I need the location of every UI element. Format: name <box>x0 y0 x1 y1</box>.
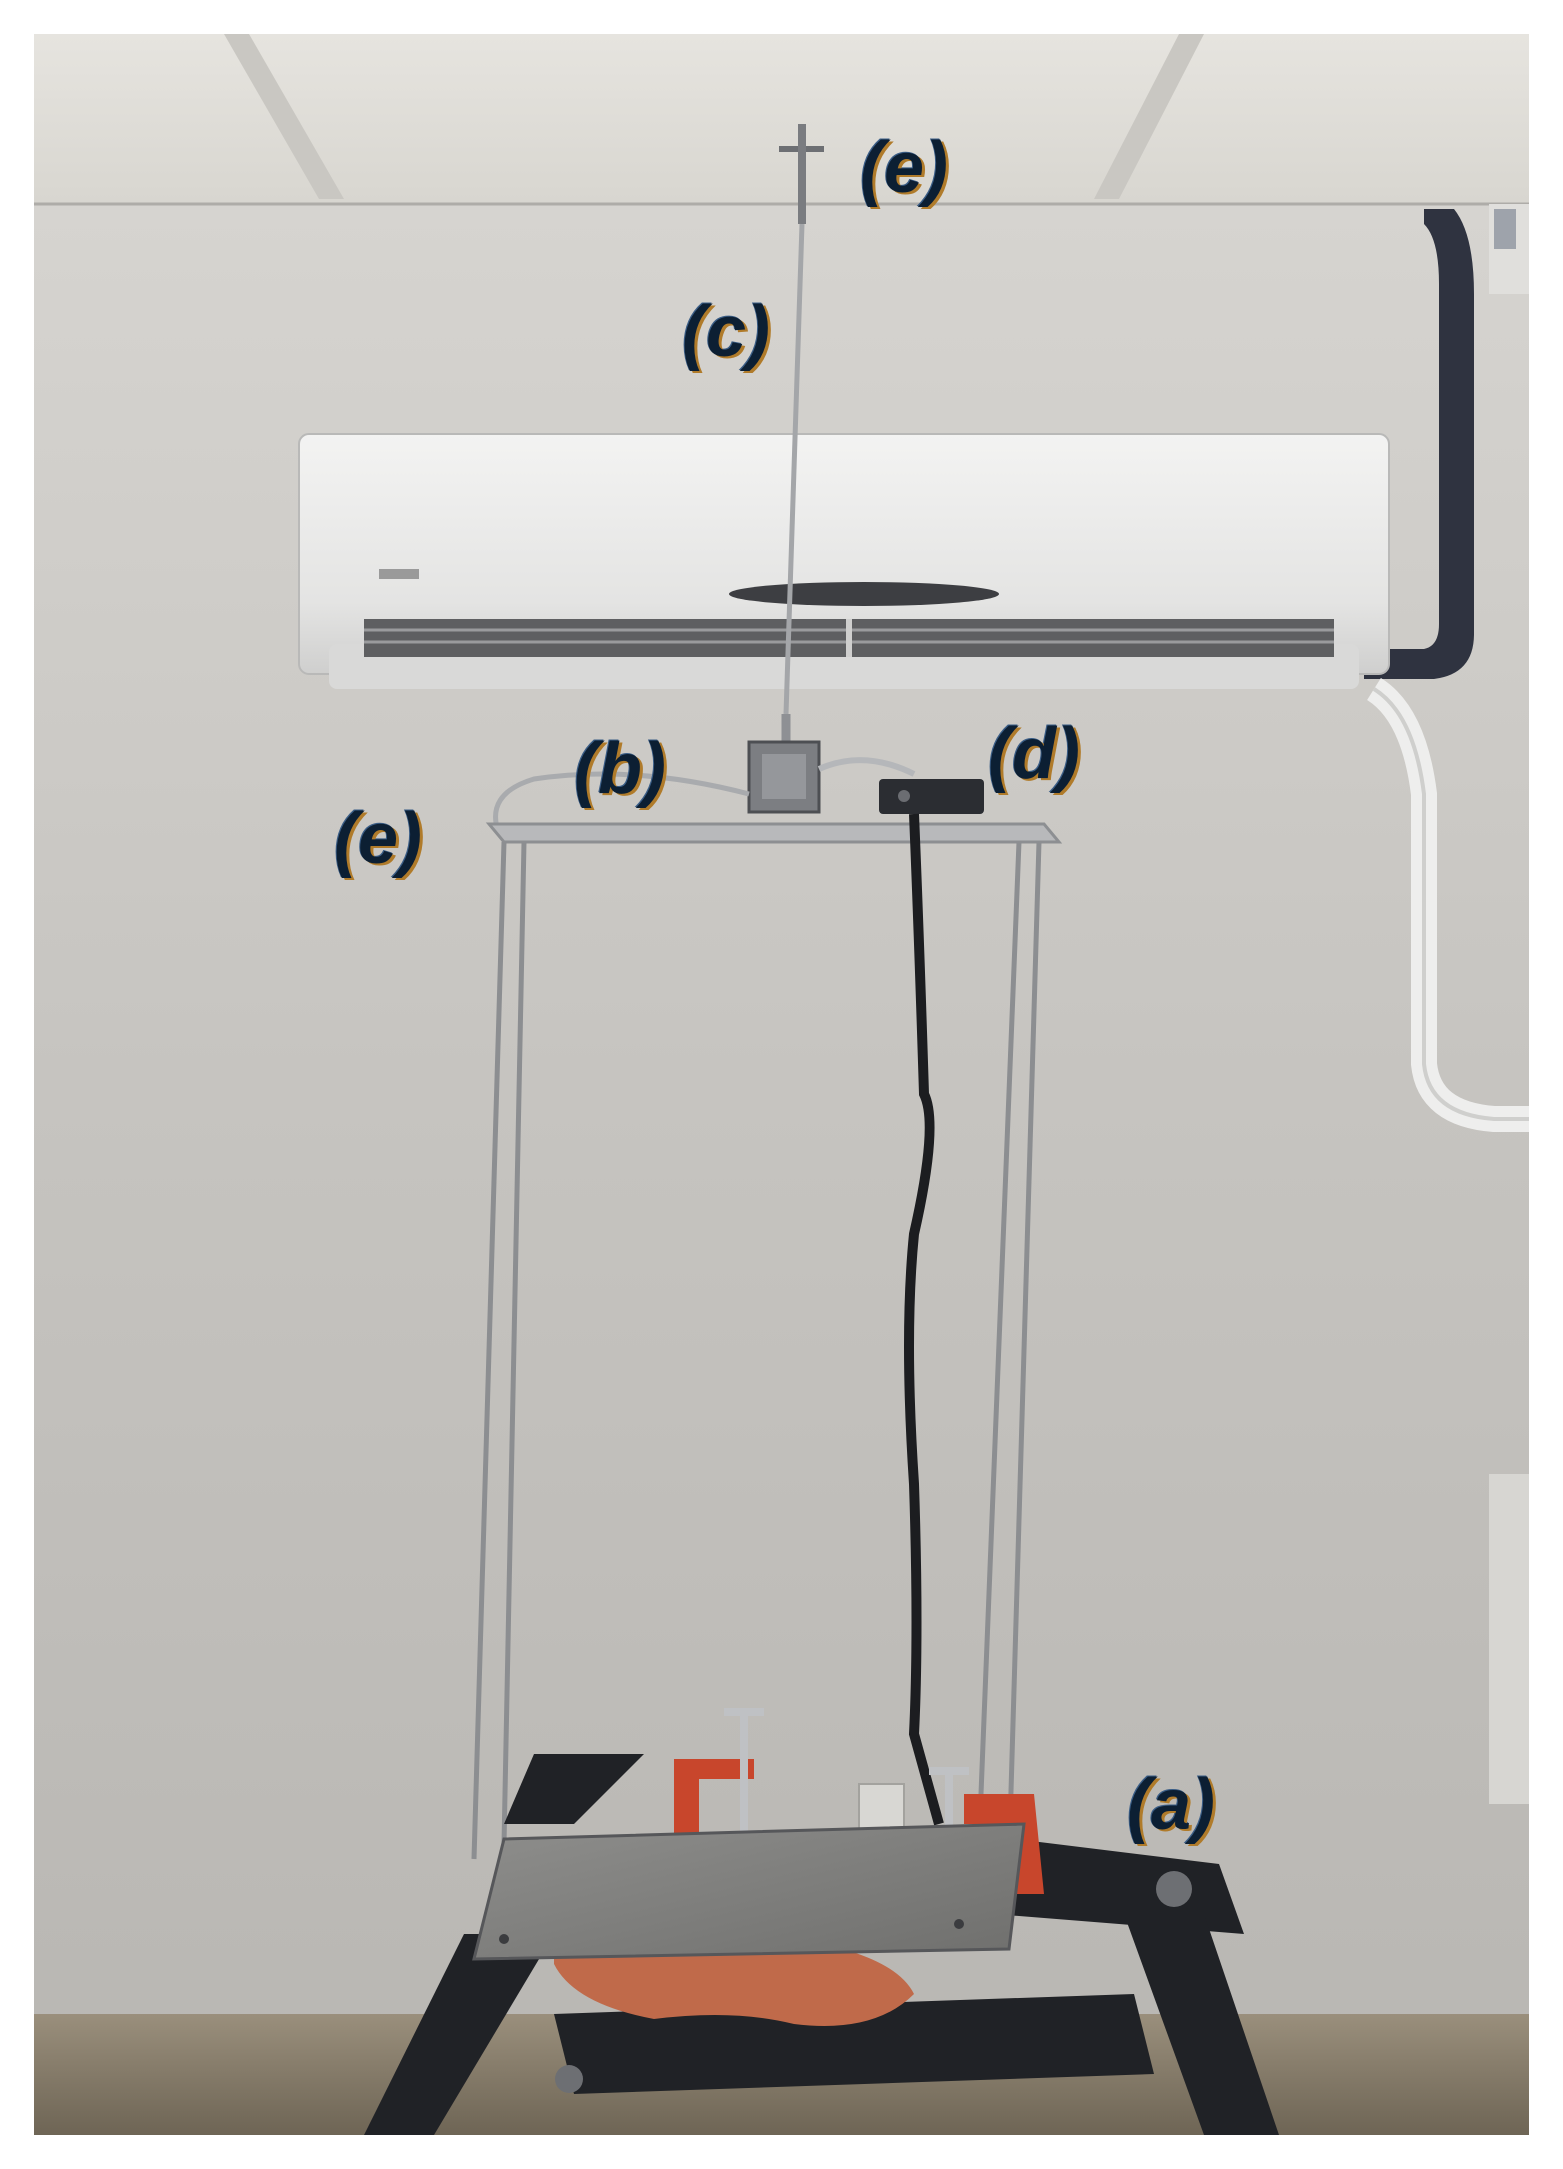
label-e-top: (e) <box>860 128 948 208</box>
air-conditioner <box>298 433 1390 689</box>
signal-cable <box>817 757 916 777</box>
bottom-plate <box>472 1822 1026 1961</box>
label-e-side: (e) <box>334 799 422 879</box>
label-c: (c) <box>682 292 770 372</box>
wall <box>34 34 1529 2135</box>
sensor-block <box>747 740 821 814</box>
base-support <box>364 1754 1279 2135</box>
ceiling-grid-left <box>224 34 344 199</box>
label-b: (b) <box>574 729 666 809</box>
power-cable <box>904 813 944 1826</box>
apparatus-photo <box>34 34 1529 2135</box>
wall-duct <box>1364 209 1474 679</box>
suspension-rod <box>779 124 824 744</box>
ceiling-grid-right <box>1094 34 1204 199</box>
left-cable <box>493 771 750 835</box>
label-a: (a) <box>1127 1765 1215 1845</box>
top-frame-plate <box>485 822 1063 844</box>
label-d: (d) <box>988 714 1080 794</box>
frame-legs <box>471 841 1042 1860</box>
data-logger <box>879 779 984 814</box>
